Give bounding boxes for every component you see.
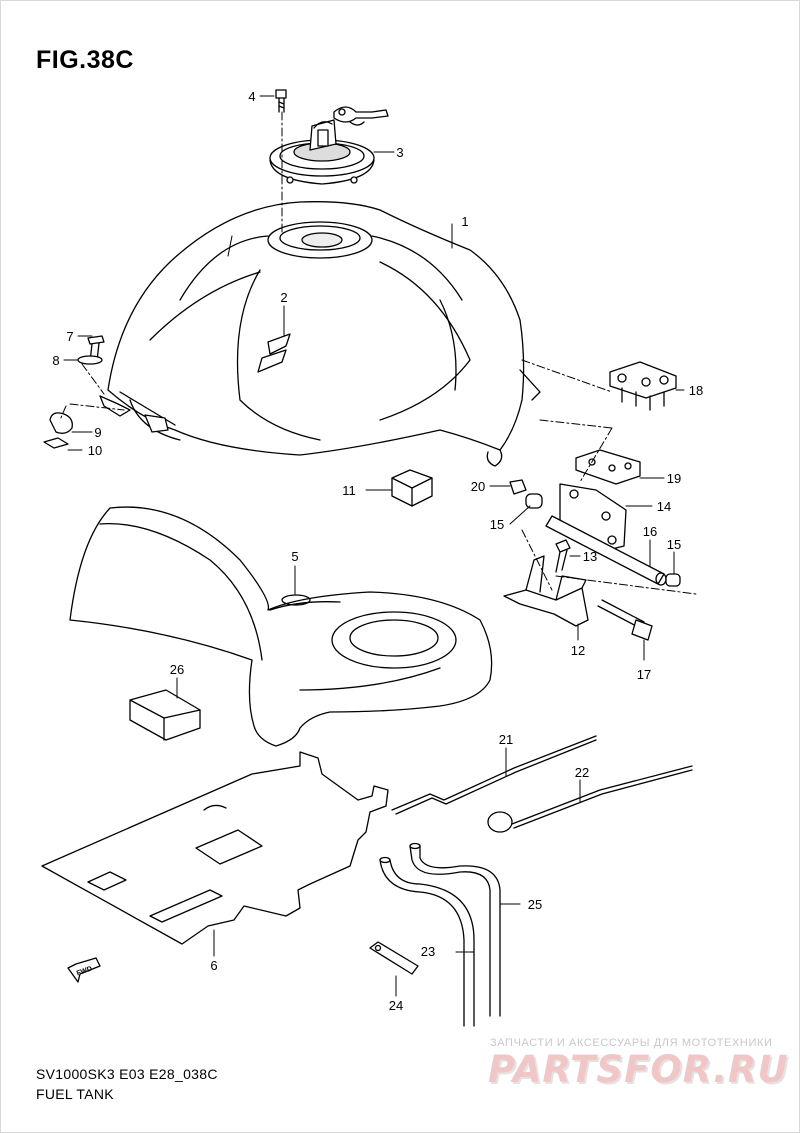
part-26-pad [129, 689, 201, 741]
callout-14: 14 [657, 499, 671, 514]
callout-11: 11 [342, 483, 356, 498]
part-21-rod [391, 735, 597, 815]
part-17-bolt [597, 599, 653, 641]
callout-4: 4 [248, 89, 255, 104]
callout-9: 9 [94, 425, 101, 440]
callout-15-left: 15 [490, 517, 504, 532]
part-8-washer [77, 355, 103, 365]
leader-lines [63, 95, 685, 997]
figure-title: FIG.38C [36, 46, 134, 74]
callout-6: 6 [210, 958, 217, 973]
callout-15-right: 15 [667, 537, 681, 552]
part-10-collar [43, 437, 69, 449]
part-6-plate [41, 751, 389, 945]
callout-19: 19 [667, 471, 681, 486]
part-3-fuel-cap [269, 106, 389, 185]
part-24-clamp [369, 941, 419, 975]
part-22-rod [487, 765, 693, 833]
callout-7: 7 [66, 329, 73, 344]
part-5-tank-pan [69, 506, 493, 747]
fwd-arrow-icon [67, 957, 101, 983]
phantom-lines [59, 111, 697, 595]
callout-12: 12 [571, 643, 585, 658]
callout-20: 20 [471, 479, 485, 494]
callout-5: 5 [291, 549, 298, 564]
part-4-bolt [275, 89, 287, 113]
callout-17: 17 [637, 667, 651, 682]
callout-25: 25 [528, 897, 542, 912]
part-13-bolt [555, 539, 571, 573]
callout-1: 1 [461, 214, 468, 229]
part-12-bracket [503, 555, 589, 627]
section-name: FUEL TANK [36, 1086, 114, 1102]
part-1-fuel-tank [99, 201, 541, 467]
callout-2: 2 [280, 290, 287, 305]
watermark-logo: PARTSFOR.RU [488, 1048, 789, 1091]
callout-22: 22 [575, 765, 589, 780]
callout-8: 8 [52, 353, 59, 368]
part-2-emblem [257, 333, 291, 373]
callout-13: 13 [583, 549, 597, 564]
callout-10: 10 [88, 443, 102, 458]
callout-21: 21 [499, 732, 513, 747]
part-11-rubber [391, 469, 433, 507]
part-23-hose [379, 856, 475, 1027]
part-18-cushions [609, 361, 677, 411]
part-19-damper [575, 449, 641, 485]
callout-23: 23 [421, 944, 435, 959]
part-20-clip [509, 479, 527, 495]
part-9-cushion [49, 412, 73, 434]
part-25-hose [409, 842, 501, 1017]
part-15-collar [525, 493, 681, 587]
callout-18: 18 [689, 383, 703, 398]
callout-3: 3 [396, 145, 403, 160]
callout-26: 26 [170, 662, 184, 677]
watermark-tagline: ЗАПЧАСТИ И АКСЕССУАРЫ ДЛЯ МОТОТЕХНИКИ [490, 1037, 773, 1049]
callout-16: 16 [643, 524, 657, 539]
callout-24: 24 [389, 998, 403, 1013]
model-code: SV1000SK3 E03 E28_038C [36, 1066, 218, 1082]
